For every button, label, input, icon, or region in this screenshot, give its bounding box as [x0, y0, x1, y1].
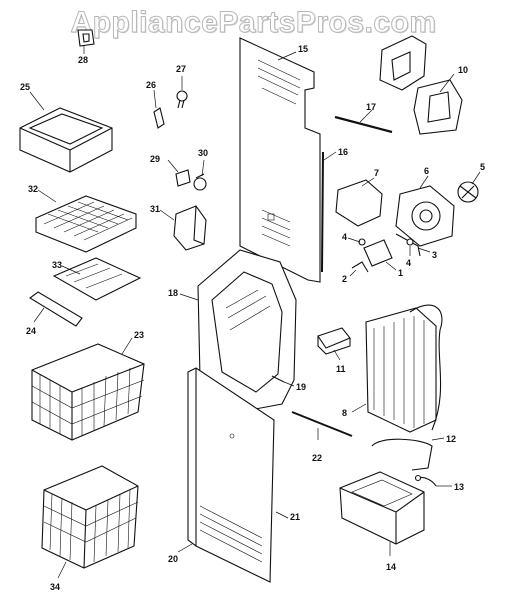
part-26-pin[interactable] [153, 107, 165, 129]
part-12-heater[interactable] [371, 438, 433, 471]
callout-4a: 4 [342, 232, 347, 242]
part-7-cover[interactable] [335, 179, 383, 227]
callout-21: 21 [290, 512, 300, 522]
callout-10: 10 [458, 65, 468, 75]
callout-2: 2 [342, 274, 347, 284]
callout-5: 5 [480, 162, 485, 172]
callout-11: 11 [336, 364, 346, 374]
part-14-drain-pan[interactable] [339, 471, 425, 545]
callout-31: 31 [150, 204, 160, 214]
part-11-block[interactable] [317, 327, 351, 355]
callout-13: 13 [454, 482, 464, 492]
callout-22: 22 [312, 453, 322, 463]
part-15-upper-panel[interactable] [239, 37, 321, 283]
part-28-clip[interactable] [77, 29, 95, 47]
part-16-tube[interactable] [321, 151, 324, 273]
callout-29: 29 [150, 154, 160, 164]
callout-4b: 4 [406, 258, 411, 268]
part-23-basket[interactable] [31, 343, 145, 441]
leader-lines [29, 46, 481, 579]
callout-16: 16 [338, 147, 348, 157]
part-1-fitting[interactable] [363, 239, 393, 267]
callout-15: 15 [298, 44, 308, 54]
part-29-knob[interactable] [175, 169, 191, 187]
callout-7: 7 [374, 168, 379, 178]
part-34-basket[interactable] [41, 465, 139, 569]
callout-6: 6 [424, 166, 429, 176]
callout-27: 27 [176, 64, 186, 74]
part-22-tube[interactable] [291, 411, 353, 437]
part-5-fan-blade[interactable] [457, 181, 479, 203]
callout-24: 24 [26, 326, 36, 336]
part-10-bracket[interactable] [379, 35, 463, 135]
callout-12: 12 [446, 434, 456, 444]
part-31-motor[interactable] [173, 205, 207, 251]
part-32-ice-grid[interactable] [35, 195, 137, 253]
callout-labels: 28 15 10 25 27 26 17 16 29 30 7 6 5 32 3… [20, 44, 485, 592]
part-30-bulb[interactable] [193, 173, 207, 191]
part-25-tray[interactable] [19, 107, 113, 173]
part-6-shroud[interactable] [395, 185, 455, 247]
callout-14: 14 [386, 562, 396, 572]
callout-1: 1 [398, 268, 403, 278]
part-8-coil[interactable] [365, 304, 443, 433]
part-17-rod[interactable] [334, 115, 393, 134]
watermark-text: AppliancePartsPros.com [70, 6, 437, 40]
part-27-screw[interactable] [176, 90, 188, 109]
callout-18: 18 [168, 288, 178, 298]
callout-26: 26 [146, 80, 156, 90]
callout-23: 23 [134, 330, 144, 340]
part-24-rod[interactable] [29, 291, 83, 327]
callout-19: 19 [296, 382, 306, 392]
part-33-shelf[interactable] [52, 257, 142, 301]
callout-3: 3 [432, 250, 437, 260]
part-2-clip[interactable] [351, 261, 369, 273]
part-20-21-lower-panel[interactable] [187, 367, 275, 583]
callout-30: 30 [198, 148, 208, 158]
callout-34: 34 [50, 582, 60, 592]
callout-20: 20 [168, 554, 178, 564]
part-13-sensor[interactable] [414, 474, 437, 487]
callout-32: 32 [28, 184, 38, 194]
callout-28: 28 [78, 55, 88, 65]
part-3-bracket[interactable] [395, 233, 421, 257]
part-19-guide[interactable] [271, 375, 285, 383]
callout-25: 25 [20, 82, 30, 92]
callout-8: 8 [342, 408, 347, 418]
callout-33: 33 [52, 260, 62, 270]
callout-17: 17 [366, 102, 376, 112]
